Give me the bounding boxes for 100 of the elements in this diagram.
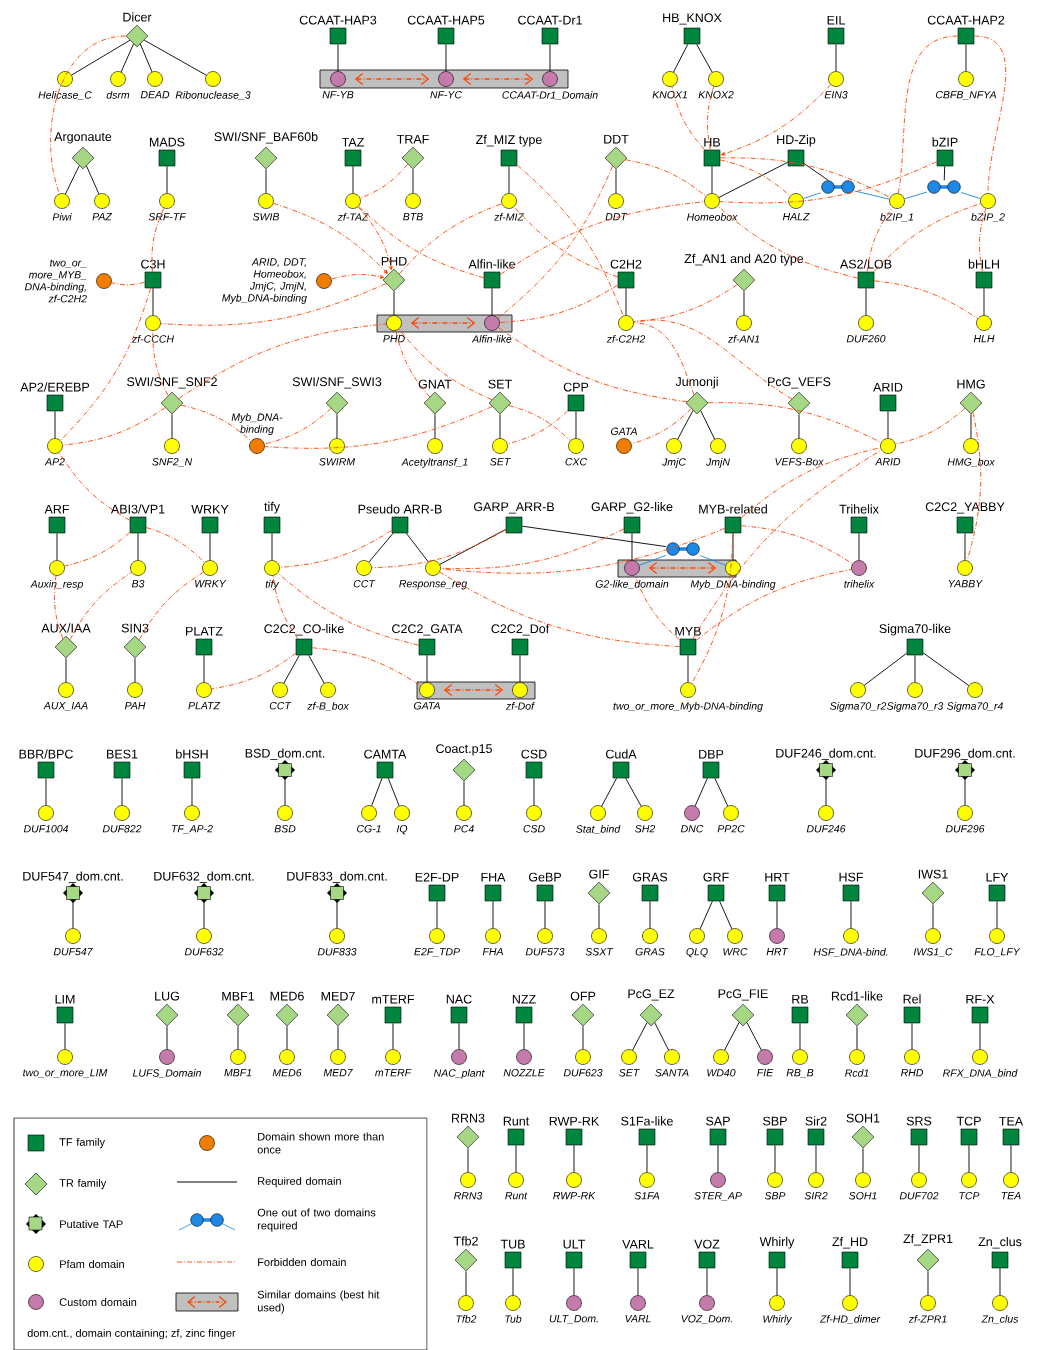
required-line (625, 777, 642, 807)
family-label: C3H (141, 259, 165, 269)
forbidden-line (50, 35, 127, 195)
domain-label: GATA (414, 702, 440, 710)
family-label: E2F-DP (415, 872, 459, 882)
required-line (996, 900, 998, 929)
family-label: DDT (604, 134, 629, 144)
legend-label: Pfam domain (60, 1259, 124, 1269)
family-label: CPP (563, 382, 589, 392)
family-label: HSF (839, 872, 863, 882)
family-label: MYB (675, 626, 701, 636)
domain-label: Acetyltransf_1 (401, 458, 468, 468)
domain-label: E2F_TDP (414, 948, 460, 957)
forbidden-line (371, 529, 507, 569)
forbidden-line (516, 164, 624, 317)
domain-label: Zn_clus (981, 1315, 1019, 1324)
family-label: HD-Zip (777, 134, 816, 147)
required-line (166, 1025, 168, 1050)
domain-label: HRT (766, 948, 789, 956)
required-line (719, 900, 733, 930)
required-line (677, 409, 694, 440)
domain-label: IQ (396, 825, 408, 835)
domain-label: NAC_plant (433, 1069, 485, 1079)
footnote: dom.cnt., domain containing; zf, zinc finger (27, 1328, 236, 1340)
domain-label: SET (490, 458, 511, 466)
required-line (865, 287, 867, 316)
forbidden-line (398, 203, 503, 275)
family-label: bHLH (968, 259, 999, 269)
forbidden-line (633, 322, 695, 396)
required-line (491, 287, 493, 316)
domain-label: DUF702 (899, 1192, 939, 1200)
domain-label: MED6 (272, 1069, 302, 1077)
family-label: GARP_G2-like (591, 501, 673, 514)
required-line (492, 900, 494, 929)
family-label: GRF (703, 872, 729, 882)
required-line (56, 532, 58, 561)
family-label: MBF1 (222, 991, 255, 1001)
legend-label: Domain shown more than once (257, 1132, 384, 1154)
required-line (922, 652, 970, 686)
required-line (776, 1267, 778, 1296)
forbidden-line (160, 283, 387, 326)
family-label: CSD (521, 749, 547, 759)
family-label: TCP (956, 1116, 981, 1126)
domain-label: Sigma70_r3 (887, 702, 944, 712)
forbidden-line (634, 574, 681, 641)
domain-label: CSD (523, 825, 545, 833)
domain-label: KNOX1 (652, 91, 687, 99)
required-line (392, 1022, 394, 1050)
domain-label: SNF2_N (152, 458, 193, 467)
required-line (209, 532, 211, 561)
required-line (237, 1025, 239, 1050)
legend-label: TR family (59, 1178, 107, 1190)
family-label: S1Fa-like (621, 1116, 673, 1126)
forbidden-line (151, 207, 165, 273)
domain-label: zf-CCCH (131, 335, 174, 343)
domain-label: BTB (403, 213, 423, 221)
required-line (54, 410, 56, 439)
family-label: PcG_VEFS (768, 377, 831, 389)
family-label: Trihelix (839, 504, 879, 514)
required-line (774, 1144, 776, 1173)
domain-label: DUF632 (184, 948, 224, 956)
required-line (283, 654, 300, 684)
family-label: RWP-RK (549, 1116, 600, 1126)
required-line (549, 43, 551, 72)
family-label: tify (264, 501, 280, 514)
domain-label: CBFB_NFYA (935, 91, 997, 100)
family-label: SRS (906, 1116, 932, 1126)
domain-label: FIE (757, 1069, 774, 1077)
domain-label: HALZ (782, 213, 810, 221)
family-label: Runt (503, 1116, 530, 1126)
forbidden-line (973, 35, 1007, 194)
required-line (932, 903, 934, 929)
domain-label: Whirly (763, 1315, 793, 1325)
family-label: Jumonji (675, 376, 718, 389)
family-label: Sir2 (805, 1116, 827, 1126)
forbidden-line (178, 323, 387, 399)
required-line (654, 1022, 669, 1051)
family-label: ARID (873, 382, 903, 392)
required-line (412, 168, 414, 194)
family-label: Dicer (123, 12, 152, 22)
family-label: MADS (149, 137, 185, 147)
family-label: CCAAT-HAP5 (407, 15, 485, 25)
legend-label: One out of two domains required (257, 1208, 376, 1232)
required-line (776, 900, 778, 929)
required-line (171, 413, 173, 439)
legend-label: Forbidden domain (258, 1257, 346, 1267)
dumbbell-symbol (927, 180, 961, 194)
similarity-arrow (410, 316, 476, 330)
family-label: SOH1 (846, 1113, 880, 1123)
required-line (746, 1021, 762, 1051)
domain-label: CCAAT-Dr1_Domain (502, 91, 598, 100)
required-line (799, 1022, 801, 1050)
domain-label: zf-TAZ (337, 213, 369, 221)
required-line (519, 654, 521, 683)
family-label: Zf_AN1 and A20 type (684, 253, 804, 266)
forbidden-line (69, 571, 132, 641)
required-line (724, 1021, 740, 1051)
family-label: CCAAT-Dr1 (518, 15, 582, 25)
family-label: GRAS (632, 872, 668, 882)
family-label: DUF833_dom.cnt. (287, 871, 387, 883)
